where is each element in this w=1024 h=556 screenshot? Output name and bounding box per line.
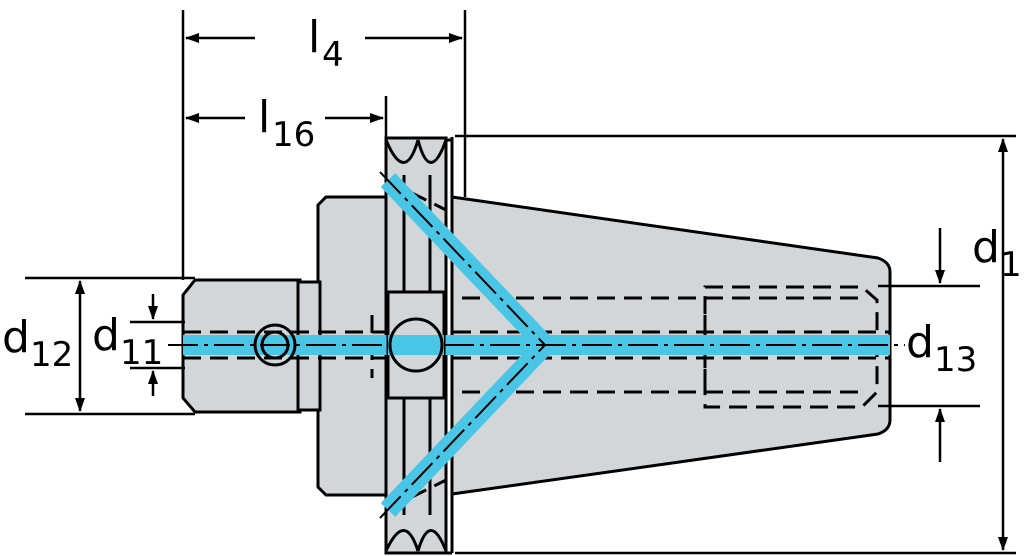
label-d11: d 11 <box>92 310 163 373</box>
flange-bore-circle <box>388 317 444 373</box>
label-d1: d 1 <box>972 222 1022 285</box>
label-d1-sub: 1 <box>1000 245 1022 285</box>
label-l16-main: l <box>258 92 270 143</box>
label-l4: l 4 <box>308 12 344 75</box>
label-l4-sub: 4 <box>322 35 344 75</box>
label-d1-main: d <box>972 222 1000 273</box>
label-d13: d 13 <box>906 317 977 380</box>
label-d12-sub: 12 <box>30 335 73 375</box>
label-l4-main: l <box>308 12 320 63</box>
label-d13-main: d <box>906 317 934 368</box>
dimension-lines <box>25 10 1016 555</box>
shank-bore-outer <box>253 323 297 367</box>
label-l16-sub: 16 <box>272 115 315 155</box>
label-d13-sub: 13 <box>934 340 977 380</box>
label-l16: l 16 <box>258 92 315 155</box>
label-d12-main: d <box>2 312 30 363</box>
cross-bores <box>253 290 446 400</box>
label-d12: d 12 <box>2 312 73 375</box>
label-d11-main: d <box>92 310 120 361</box>
label-d11-sub: 11 <box>120 333 163 373</box>
shank-bore-inner <box>260 330 290 360</box>
center-lines <box>168 171 905 519</box>
